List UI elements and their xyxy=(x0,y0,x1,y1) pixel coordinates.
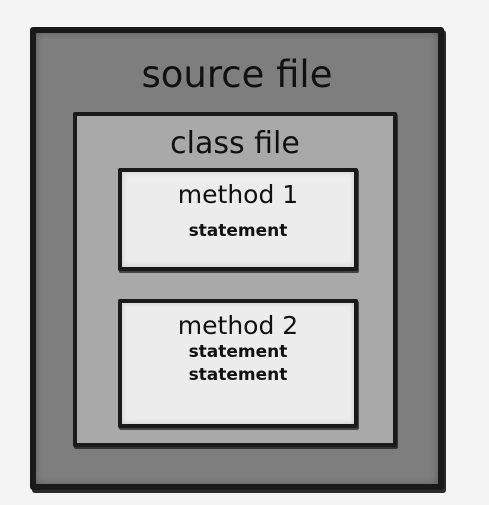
class-file-label: class file xyxy=(170,126,300,161)
source-file-label: source file xyxy=(141,53,333,96)
method-2-statement-1: statement xyxy=(188,342,288,362)
method-1-label: method 1 xyxy=(177,180,299,209)
method-2-label: method 2 xyxy=(177,311,299,340)
method-1-box: method 1 statement xyxy=(118,168,358,271)
method-2-statement-2: statement xyxy=(188,365,288,385)
method-1-statement-1: statement xyxy=(188,221,288,241)
method-2-box: method 2 statement statement xyxy=(118,299,358,428)
